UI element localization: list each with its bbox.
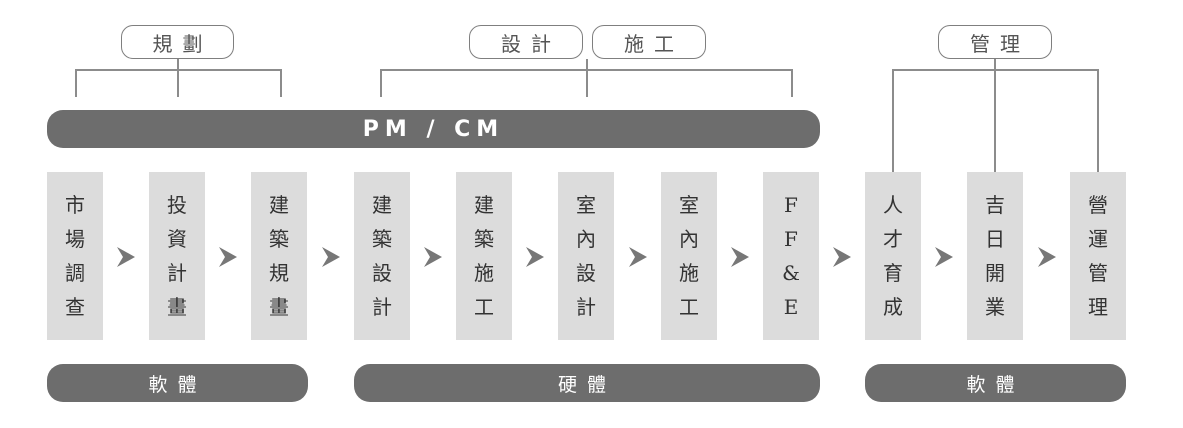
step-interior-design: 室 內 設 計 <box>558 172 614 340</box>
step-char: F <box>784 227 798 251</box>
step-char: 管 <box>1088 261 1108 285</box>
step-char: 畫 <box>269 295 289 319</box>
step-char: 施 <box>679 261 699 285</box>
step-char: 築 <box>474 227 494 251</box>
step-ffe: F F & E <box>763 172 819 340</box>
group-label-design: 設計 <box>469 25 583 59</box>
step-char: 計 <box>576 295 596 319</box>
step-char: 設 <box>576 261 596 285</box>
step-char: 室 <box>576 193 596 217</box>
management-connector-stem <box>994 59 996 70</box>
step-operations-management: 營 運 管 理 <box>1070 172 1126 340</box>
step-char: 計 <box>167 261 187 285</box>
chevron-right-icon <box>526 247 544 267</box>
step-char: 工 <box>679 295 699 319</box>
step-char: 理 <box>1088 295 1108 319</box>
management-connector-drop-left <box>892 69 894 172</box>
chevron-right-icon <box>424 247 442 267</box>
planning-connector-stem <box>177 59 179 70</box>
step-char: 規 <box>269 261 289 285</box>
step-char: 室 <box>679 193 699 217</box>
planning-connector-drop-left <box>75 69 77 97</box>
step-char: 資 <box>167 227 187 251</box>
step-char: 築 <box>269 227 289 251</box>
step-char: 計 <box>372 295 392 319</box>
step-char: 運 <box>1088 227 1108 251</box>
step-market-research: 市 場 調 查 <box>47 172 103 340</box>
step-interior-construction: 室 內 施 工 <box>661 172 717 340</box>
step-char: 築 <box>372 227 392 251</box>
step-char: 業 <box>985 295 1005 319</box>
software-bar-left: 軟體 <box>47 364 308 402</box>
design-connector-drop-left <box>380 69 382 97</box>
step-char: & <box>782 261 800 285</box>
management-connector-drop-right <box>1097 69 1099 172</box>
step-char: 工 <box>474 295 494 319</box>
group-label-construction: 施工 <box>592 25 706 59</box>
chevron-right-icon <box>935 247 953 267</box>
group-label-management: 管理 <box>938 25 1052 59</box>
step-char: 日 <box>985 227 1005 251</box>
step-char: 建 <box>474 193 494 217</box>
step-char: 育 <box>883 261 903 285</box>
chevron-right-icon <box>1038 247 1056 267</box>
step-char: 市 <box>65 193 85 217</box>
step-char: 吉 <box>985 193 1005 217</box>
step-char: E <box>783 295 799 319</box>
chevron-right-icon <box>219 247 237 267</box>
step-char: 投 <box>167 193 187 217</box>
design-connector-drop-right <box>791 69 793 97</box>
step-char: 設 <box>372 261 392 285</box>
chevron-right-icon <box>117 247 135 267</box>
step-architecture-planning: 建 築 規 畫 <box>251 172 307 340</box>
pm-cm-bar: PM / CM <box>47 110 820 148</box>
chevron-right-icon <box>322 247 340 267</box>
step-char: 成 <box>883 295 903 319</box>
step-char: 場 <box>65 227 85 251</box>
group-label-planning: 規劃 <box>121 25 234 59</box>
step-architecture-construction: 建 築 施 工 <box>456 172 512 340</box>
step-char: 施 <box>474 261 494 285</box>
step-char: 營 <box>1088 193 1108 217</box>
step-char: 建 <box>372 193 392 217</box>
planning-connector-drop-mid <box>177 69 179 97</box>
step-char: 內 <box>576 227 596 251</box>
step-investment-planning: 投 資 計 畫 <box>149 172 205 340</box>
step-char: 人 <box>883 193 903 217</box>
planning-connector-drop-right <box>280 69 282 97</box>
step-char: 查 <box>65 295 85 319</box>
chevron-right-icon <box>629 247 647 267</box>
step-architecture-design: 建 築 設 計 <box>354 172 410 340</box>
step-char: 內 <box>679 227 699 251</box>
design-connector-stem <box>586 59 588 70</box>
step-char: 才 <box>883 227 903 251</box>
step-char: 調 <box>65 261 85 285</box>
step-char: 開 <box>985 261 1005 285</box>
chevron-right-icon <box>731 247 749 267</box>
step-grand-opening: 吉 日 開 業 <box>967 172 1023 340</box>
step-char: 畫 <box>167 295 187 319</box>
management-connector-drop-mid <box>994 69 996 172</box>
hardware-bar: 硬體 <box>354 364 820 402</box>
step-talent-training: 人 才 育 成 <box>865 172 921 340</box>
step-char: 建 <box>269 193 289 217</box>
step-char: F <box>784 193 798 217</box>
design-connector-drop-mid <box>586 69 588 97</box>
software-bar-right: 軟體 <box>865 364 1126 402</box>
chevron-right-icon <box>833 247 851 267</box>
